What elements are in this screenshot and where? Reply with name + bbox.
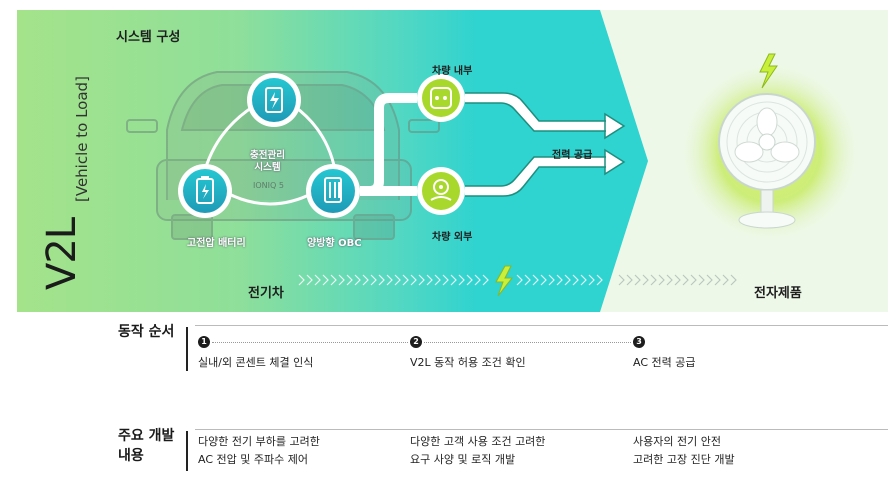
outdoor-connector-icon	[417, 167, 465, 215]
step-2-number: 2	[410, 336, 422, 348]
development-title: 주요 개발 내용	[118, 426, 174, 466]
v2l-subtitle: [Vehicle to Load]	[73, 76, 91, 202]
development-item-2-line2: 요구 사양 및 로직 개발	[410, 453, 516, 466]
component-connector-lines	[203, 104, 337, 206]
indoor-outlet-label: 차량 내부	[432, 66, 473, 77]
appliance-side-chevrons	[618, 274, 737, 286]
step-1-dotted-line	[212, 342, 408, 343]
sequence-top-rule	[195, 325, 888, 326]
fan-icon	[718, 93, 816, 229]
outdoor-outlet-label: 차량 외부	[432, 232, 473, 243]
power-supply-label: 전력 공급	[552, 150, 593, 161]
appliance-label: 전자제품	[754, 286, 802, 301]
ev-to-appliance-chevrons	[298, 274, 603, 286]
power-flow-arrows	[604, 112, 626, 176]
sequence-divider	[186, 327, 188, 371]
step-2-text: V2L 동작 허용 조건 확인	[410, 356, 526, 369]
development-item-2-line1: 다양한 고객 사용 조건 고려한	[410, 435, 546, 448]
charge-management-icon	[247, 73, 301, 127]
step-1-number: 1	[198, 336, 210, 348]
power-flow-lines	[360, 93, 607, 196]
car-badge: IONIQ 5	[253, 181, 284, 190]
v2l-main-title: V2L	[39, 217, 85, 290]
step-3-number: 3	[633, 336, 645, 348]
development-divider	[186, 431, 188, 471]
indoor-outlet-icon	[417, 74, 465, 122]
development-title-line2: 내용	[118, 448, 144, 464]
appliance-lightning-icon	[759, 53, 778, 89]
development-item-3-line2: 고려한 고장 진단 개발	[633, 453, 735, 466]
charge-management-label-line1: 충전관리	[250, 150, 285, 161]
flow-lightning-icon	[495, 265, 514, 297]
step-2-dotted-line	[424, 342, 631, 343]
development-top-rule	[195, 429, 888, 430]
sequence-title: 동작 순서	[118, 324, 175, 340]
development-item-1-line2: AC 전압 및 주파수 제어	[198, 453, 308, 466]
development-title-line1: 주요 개발	[118, 428, 175, 444]
development-item-2: 다양한 고객 사용 조건 고려한 요구 사양 및 로직 개발	[410, 433, 545, 469]
obc-label: 양방향 OBC	[307, 238, 362, 249]
charge-management-label-line2: 시스템	[254, 162, 281, 173]
power-flow-outline	[465, 92, 606, 197]
development-item-3: 사용자의 전기 안전 고려한 고장 진단 개발	[633, 433, 735, 469]
system-title: 시스템 구성	[116, 30, 181, 45]
charge-management-label: 충전관리 시스템	[250, 150, 285, 174]
development-item-3-line1: 사용자의 전기 안전	[633, 435, 721, 448]
obc-icon	[306, 164, 360, 218]
v2l-system-diagram: IONIQ 5	[17, 10, 888, 312]
ev-label: 전기차	[248, 286, 284, 301]
development-item-1-line1: 다양한 전기 부하를 고려한	[198, 435, 320, 448]
battery-label: 고전압 배터리	[187, 238, 246, 249]
diagram-graphics: IONIQ 5	[17, 10, 888, 312]
step-3-text: AC 전력 공급	[633, 356, 696, 369]
development-item-1: 다양한 전기 부하를 고려한 AC 전압 및 주파수 제어	[198, 433, 320, 469]
step-1-text: 실내/외 콘센트 체결 인식	[198, 356, 314, 369]
battery-icon	[178, 164, 232, 218]
